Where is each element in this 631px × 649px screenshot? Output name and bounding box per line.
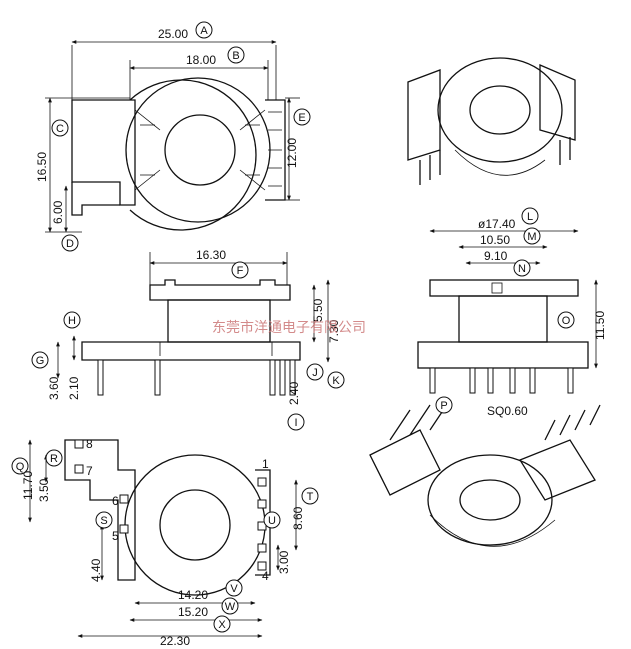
callout-o: O bbox=[562, 315, 571, 327]
callout-circle-w bbox=[221, 597, 239, 615]
callout-w: W bbox=[225, 601, 236, 613]
dim-u: 3.00 bbox=[277, 550, 291, 574]
dim-v: 14.20 bbox=[178, 588, 208, 602]
callout-j: J bbox=[312, 367, 318, 379]
callout-circle-j bbox=[306, 363, 324, 381]
pin-6: 6 bbox=[112, 494, 119, 508]
callout-g: G bbox=[36, 355, 45, 367]
dim-h: 2.10 bbox=[67, 376, 81, 400]
callout-v: V bbox=[230, 583, 238, 595]
callout-circle-m bbox=[523, 227, 541, 245]
callout-circle-g bbox=[31, 351, 49, 369]
side-view: ø17.40 10.50 9.10 11.50 SQ0.60 bbox=[417, 217, 607, 418]
dim-s: 4.40 bbox=[89, 558, 103, 582]
callout-circle-r bbox=[45, 449, 63, 467]
callout-q: Q bbox=[16, 461, 25, 473]
callout-m: M bbox=[527, 231, 536, 243]
pin-1: 1 bbox=[262, 457, 269, 471]
callout-circle-p bbox=[435, 396, 453, 414]
callout-circle-i bbox=[287, 413, 305, 431]
callout-b: B bbox=[232, 50, 239, 62]
callout-p: P bbox=[440, 400, 447, 412]
callout-circle-t bbox=[301, 487, 319, 505]
dim-d: 6.00 bbox=[51, 200, 65, 224]
dim-t: 8.60 bbox=[291, 506, 305, 530]
callout-circle-c bbox=[51, 119, 69, 137]
dim-e: 12.00 bbox=[285, 138, 299, 168]
callout-circle-e bbox=[293, 108, 311, 126]
callout-circle-a bbox=[195, 21, 213, 39]
callout-t: T bbox=[307, 491, 314, 503]
callout-f: F bbox=[237, 265, 244, 277]
dim-a: 25.00 bbox=[158, 27, 188, 41]
callout-c: C bbox=[56, 123, 64, 135]
callouts: A B C D E F G H I J K LM N O P Q R S T U VWX bbox=[11, 21, 575, 633]
callout-circle-s bbox=[95, 511, 113, 529]
callout-d: D bbox=[66, 238, 74, 250]
callout-k: K bbox=[332, 375, 340, 387]
callout-circle-v bbox=[225, 579, 243, 597]
bottom-view: 1 4 5 6 7 8 11.70 3.50 4.40 8.60 3.00 14… bbox=[21, 437, 305, 648]
callout-h: H bbox=[68, 315, 76, 327]
pin-5: 5 bbox=[112, 529, 119, 543]
callout-circle-u bbox=[263, 511, 281, 529]
callout-r: R bbox=[50, 453, 58, 465]
dim-c: 16.50 bbox=[35, 152, 49, 182]
callout-u: U bbox=[268, 515, 276, 527]
callout-circle-l bbox=[521, 207, 539, 225]
dim-b: 18.00 bbox=[186, 53, 216, 67]
top-view: 25.00 18.00 16.50 6.00 12.00 bbox=[35, 27, 300, 233]
callout-a: A bbox=[200, 25, 208, 37]
iso-bottom bbox=[369, 399, 601, 547]
callout-circle-d bbox=[61, 234, 79, 252]
callout-n: N bbox=[518, 263, 526, 275]
dim-q: 11.70 bbox=[21, 471, 35, 500]
dim-n: 9.10 bbox=[484, 249, 508, 263]
dim-o: 11.50 bbox=[593, 311, 607, 340]
callout-e: E bbox=[298, 112, 305, 124]
dim-f: 16.30 bbox=[196, 248, 226, 262]
callout-circle-o bbox=[557, 311, 575, 329]
callout-circle-x bbox=[213, 615, 231, 633]
callout-s: S bbox=[100, 515, 107, 527]
dim-g: 3.60 bbox=[47, 376, 61, 400]
callout-circle-n bbox=[513, 259, 531, 277]
pin-8: 8 bbox=[86, 437, 93, 451]
dim-j1: 5.50 bbox=[311, 298, 325, 322]
callout-circle-h bbox=[63, 311, 81, 329]
callout-l: L bbox=[527, 211, 533, 223]
dim-l: ø17.40 bbox=[478, 217, 516, 231]
dim-j2: 7.30 bbox=[327, 319, 341, 343]
pin-7: 7 bbox=[86, 464, 93, 478]
callout-circle-b bbox=[227, 46, 245, 64]
dim-p: SQ0.60 bbox=[487, 404, 528, 418]
front-view: 16.30 5.50 7.30 3.60 2.10 2.40 bbox=[47, 248, 341, 405]
dim-w: 15.20 bbox=[178, 605, 208, 619]
dim-r: 3.50 bbox=[37, 478, 51, 502]
iso-top bbox=[407, 57, 576, 185]
watermark: 东莞市洋通电子有限公司 bbox=[212, 319, 366, 336]
callout-x: X bbox=[218, 619, 226, 631]
callout-i: I bbox=[294, 417, 297, 429]
dim-x: 22.30 bbox=[160, 634, 190, 648]
pin-4: 4 bbox=[262, 569, 269, 583]
dim-m: 10.50 bbox=[480, 233, 510, 247]
dim-i: 2.40 bbox=[287, 381, 301, 405]
callout-circle-q bbox=[11, 457, 29, 475]
callout-circle-f bbox=[231, 261, 249, 279]
callout-circle-k bbox=[327, 371, 345, 389]
